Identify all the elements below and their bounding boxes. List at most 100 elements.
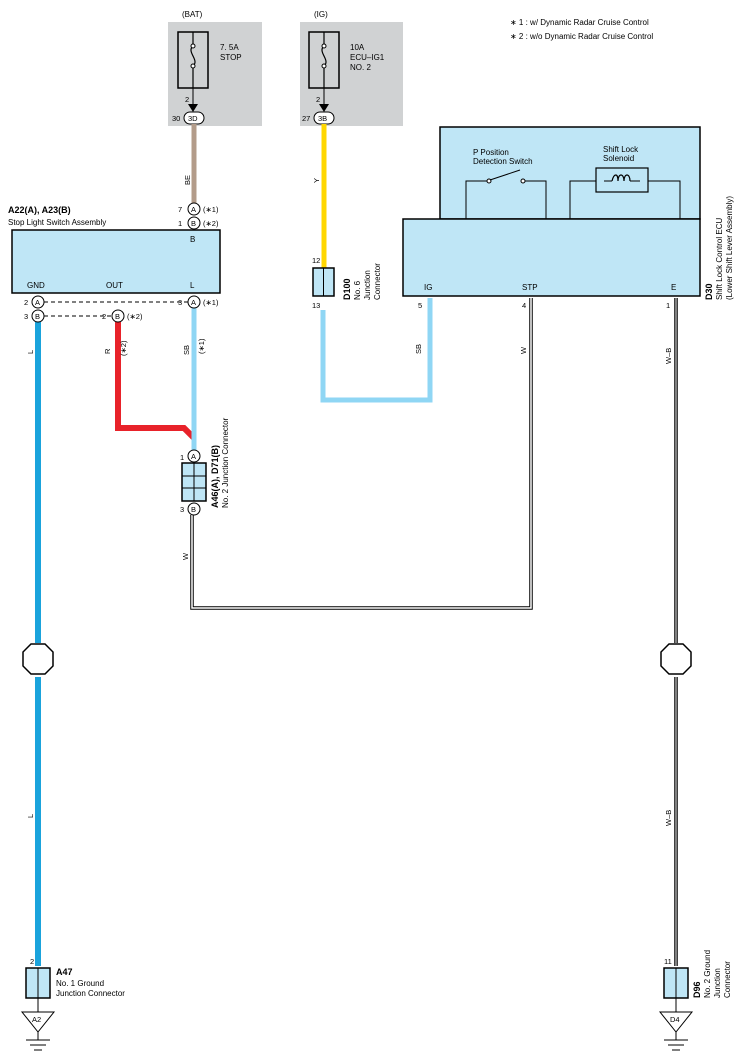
p-position-switch-label-1: P Position — [473, 148, 509, 157]
sls-note-out-b: (∗2) — [127, 312, 143, 321]
wire-sb-mid-label: SB — [414, 344, 423, 354]
ground-a2-label: A2 — [32, 1015, 41, 1024]
ig-source-label: (IG) — [314, 10, 328, 19]
a46-pin-b: 3 — [180, 505, 184, 514]
sls-conn-top-a-label: A — [191, 205, 196, 214]
ig-connector-pin: 27 — [302, 114, 310, 123]
wire-wb-label-bottom: W–B — [664, 810, 673, 826]
a46-conn-b-label: B — [191, 505, 196, 514]
sls-pin-l-a: 3 — [178, 298, 182, 307]
sls-conn-top-b — [187, 216, 201, 230]
d100-id: D100 — [342, 278, 352, 300]
sls-conn-out-b-label: B — [115, 312, 120, 321]
d96-name-2: Junction — [713, 968, 722, 998]
d100-line2: Junction — [363, 270, 372, 300]
shift-lock-solenoid-label-2: Solenoid — [603, 154, 634, 163]
wire-l-label-bottom: L — [26, 814, 35, 818]
ground-d4-label: D4 — [670, 1015, 680, 1024]
stop-light-terminal-out: OUT — [106, 281, 123, 290]
ground-a2-icon — [20, 1011, 56, 1033]
wire-w — [190, 298, 533, 610]
legend-note-1: ∗ 1 : w/ Dynamic Radar Cruise Control — [510, 18, 649, 27]
splice-left — [22, 643, 54, 675]
a47-pin: 2 — [30, 957, 34, 966]
ig-fuse-box — [300, 22, 403, 126]
a47-id: A47 — [56, 967, 73, 977]
wire-r-label: R — [103, 348, 112, 354]
d96-id: D96 — [692, 981, 702, 998]
wire-w-left-label: W — [181, 552, 190, 560]
wire-wb-label-top: W–B — [664, 348, 673, 364]
sls-conn-gnd-a-label: A — [35, 298, 40, 307]
d96-pin: 11 — [664, 957, 672, 966]
wire-y-label: Y — [312, 178, 321, 183]
fuse-stop-rating: 7. 5A — [220, 43, 239, 52]
sls-note-l-a: (∗1) — [203, 298, 219, 307]
legend-note-2: ∗ 2 : w/o Dynamic Radar Cruise Control — [510, 32, 653, 41]
sls-note-top-a: (∗1) — [203, 205, 219, 214]
a46-conn-a-label: A — [191, 452, 196, 461]
splice-right — [660, 643, 692, 675]
d96-name-3: Connector — [723, 961, 732, 998]
wire-sb-left-label: SB — [182, 345, 191, 355]
sls-pin-gnd-b: 3 — [24, 312, 28, 321]
wire-sb-mid — [320, 298, 433, 403]
bat-connector-label: 3D — [188, 114, 198, 123]
sls-conn-out-b — [111, 309, 125, 323]
fuse-stop-name: STOP — [220, 53, 242, 62]
d100-line1: No. 6 — [353, 280, 362, 300]
d30-terminal-ig: IG — [424, 283, 432, 292]
ground-d4-icon — [658, 1011, 694, 1033]
sls-conn-gnd-b — [31, 309, 45, 323]
a46-conn-a — [187, 449, 201, 463]
ig-connector-label: 3B — [318, 114, 327, 123]
d30-pin-stp: 4 — [522, 301, 526, 310]
a47-name-2: Junction Connector — [56, 989, 125, 998]
p-position-switch-label-2: Detection Switch — [473, 157, 533, 166]
sls-conn-gnd-b-label: B — [35, 312, 40, 321]
d30-name-1: Shift Lock Control ECU — [715, 218, 724, 300]
sls-pin-out-b: 2 — [102, 312, 106, 321]
stop-light-terminal-l: L — [190, 281, 195, 290]
sls-conn-top-b-label: B — [191, 219, 196, 228]
a46-pin-a: 1 — [180, 453, 184, 462]
wire-r-note: (∗2) — [119, 340, 128, 356]
d30-lower-box — [402, 218, 701, 297]
a47-name-1: No. 1 Ground — [56, 979, 104, 988]
sls-conn-gnd-a — [31, 295, 45, 309]
stop-light-switch-name: Stop Light Switch Assembly — [8, 218, 106, 227]
a46-name: No. 2 Junction Connector — [221, 417, 230, 508]
wire-be-label: BE — [183, 175, 192, 185]
fuse-ecu-ig1-name: ECU–IG1 — [350, 53, 385, 62]
wire-sb-left-note: (∗1) — [197, 338, 206, 354]
d100-pin-in: 12 — [312, 256, 320, 265]
a46-id: A46(A), D71(B) — [210, 445, 220, 508]
fuse-ecu-ig1-pin: 2 — [316, 95, 320, 104]
d30-id: D30 — [704, 283, 714, 300]
stop-light-terminal-gnd: GND — [27, 281, 45, 290]
d30-pin-ig: 5 — [418, 301, 422, 310]
sls-conn-l-a-label: A — [191, 298, 196, 307]
wire-r — [115, 322, 197, 441]
p-position-switch-symbol — [465, 180, 487, 219]
sls-pin-top-b: 1 — [178, 219, 182, 228]
shift-lock-solenoid-label-1: Shift Lock — [603, 145, 639, 154]
wire-w-right-label: W — [519, 346, 528, 354]
sls-conn-l-a — [187, 295, 201, 309]
stop-light-switch-id: A22(A), A23(B) — [8, 205, 71, 215]
sls-pin-gnd-a: 2 — [24, 298, 28, 307]
fuse-stop-pin: 2 — [185, 95, 189, 104]
wire-l-label-top: L — [26, 350, 35, 354]
d100-line3: Connector — [373, 263, 382, 300]
stop-light-switch-box — [11, 229, 221, 294]
d30-terminal-stp: STP — [522, 283, 538, 292]
bat-connector-pin: 30 — [172, 114, 180, 123]
stop-light-terminal-b: B — [190, 235, 195, 244]
d30-terminal-e: E — [671, 283, 676, 292]
d30-pin-e: 1 — [666, 301, 670, 310]
shift-lock-solenoid-symbol — [569, 180, 596, 219]
d30-name-2: (Lower Shift Lever Assembly) — [725, 196, 734, 300]
bat-source-label: (BAT) — [182, 10, 203, 19]
sls-conn-top-a — [187, 202, 201, 216]
